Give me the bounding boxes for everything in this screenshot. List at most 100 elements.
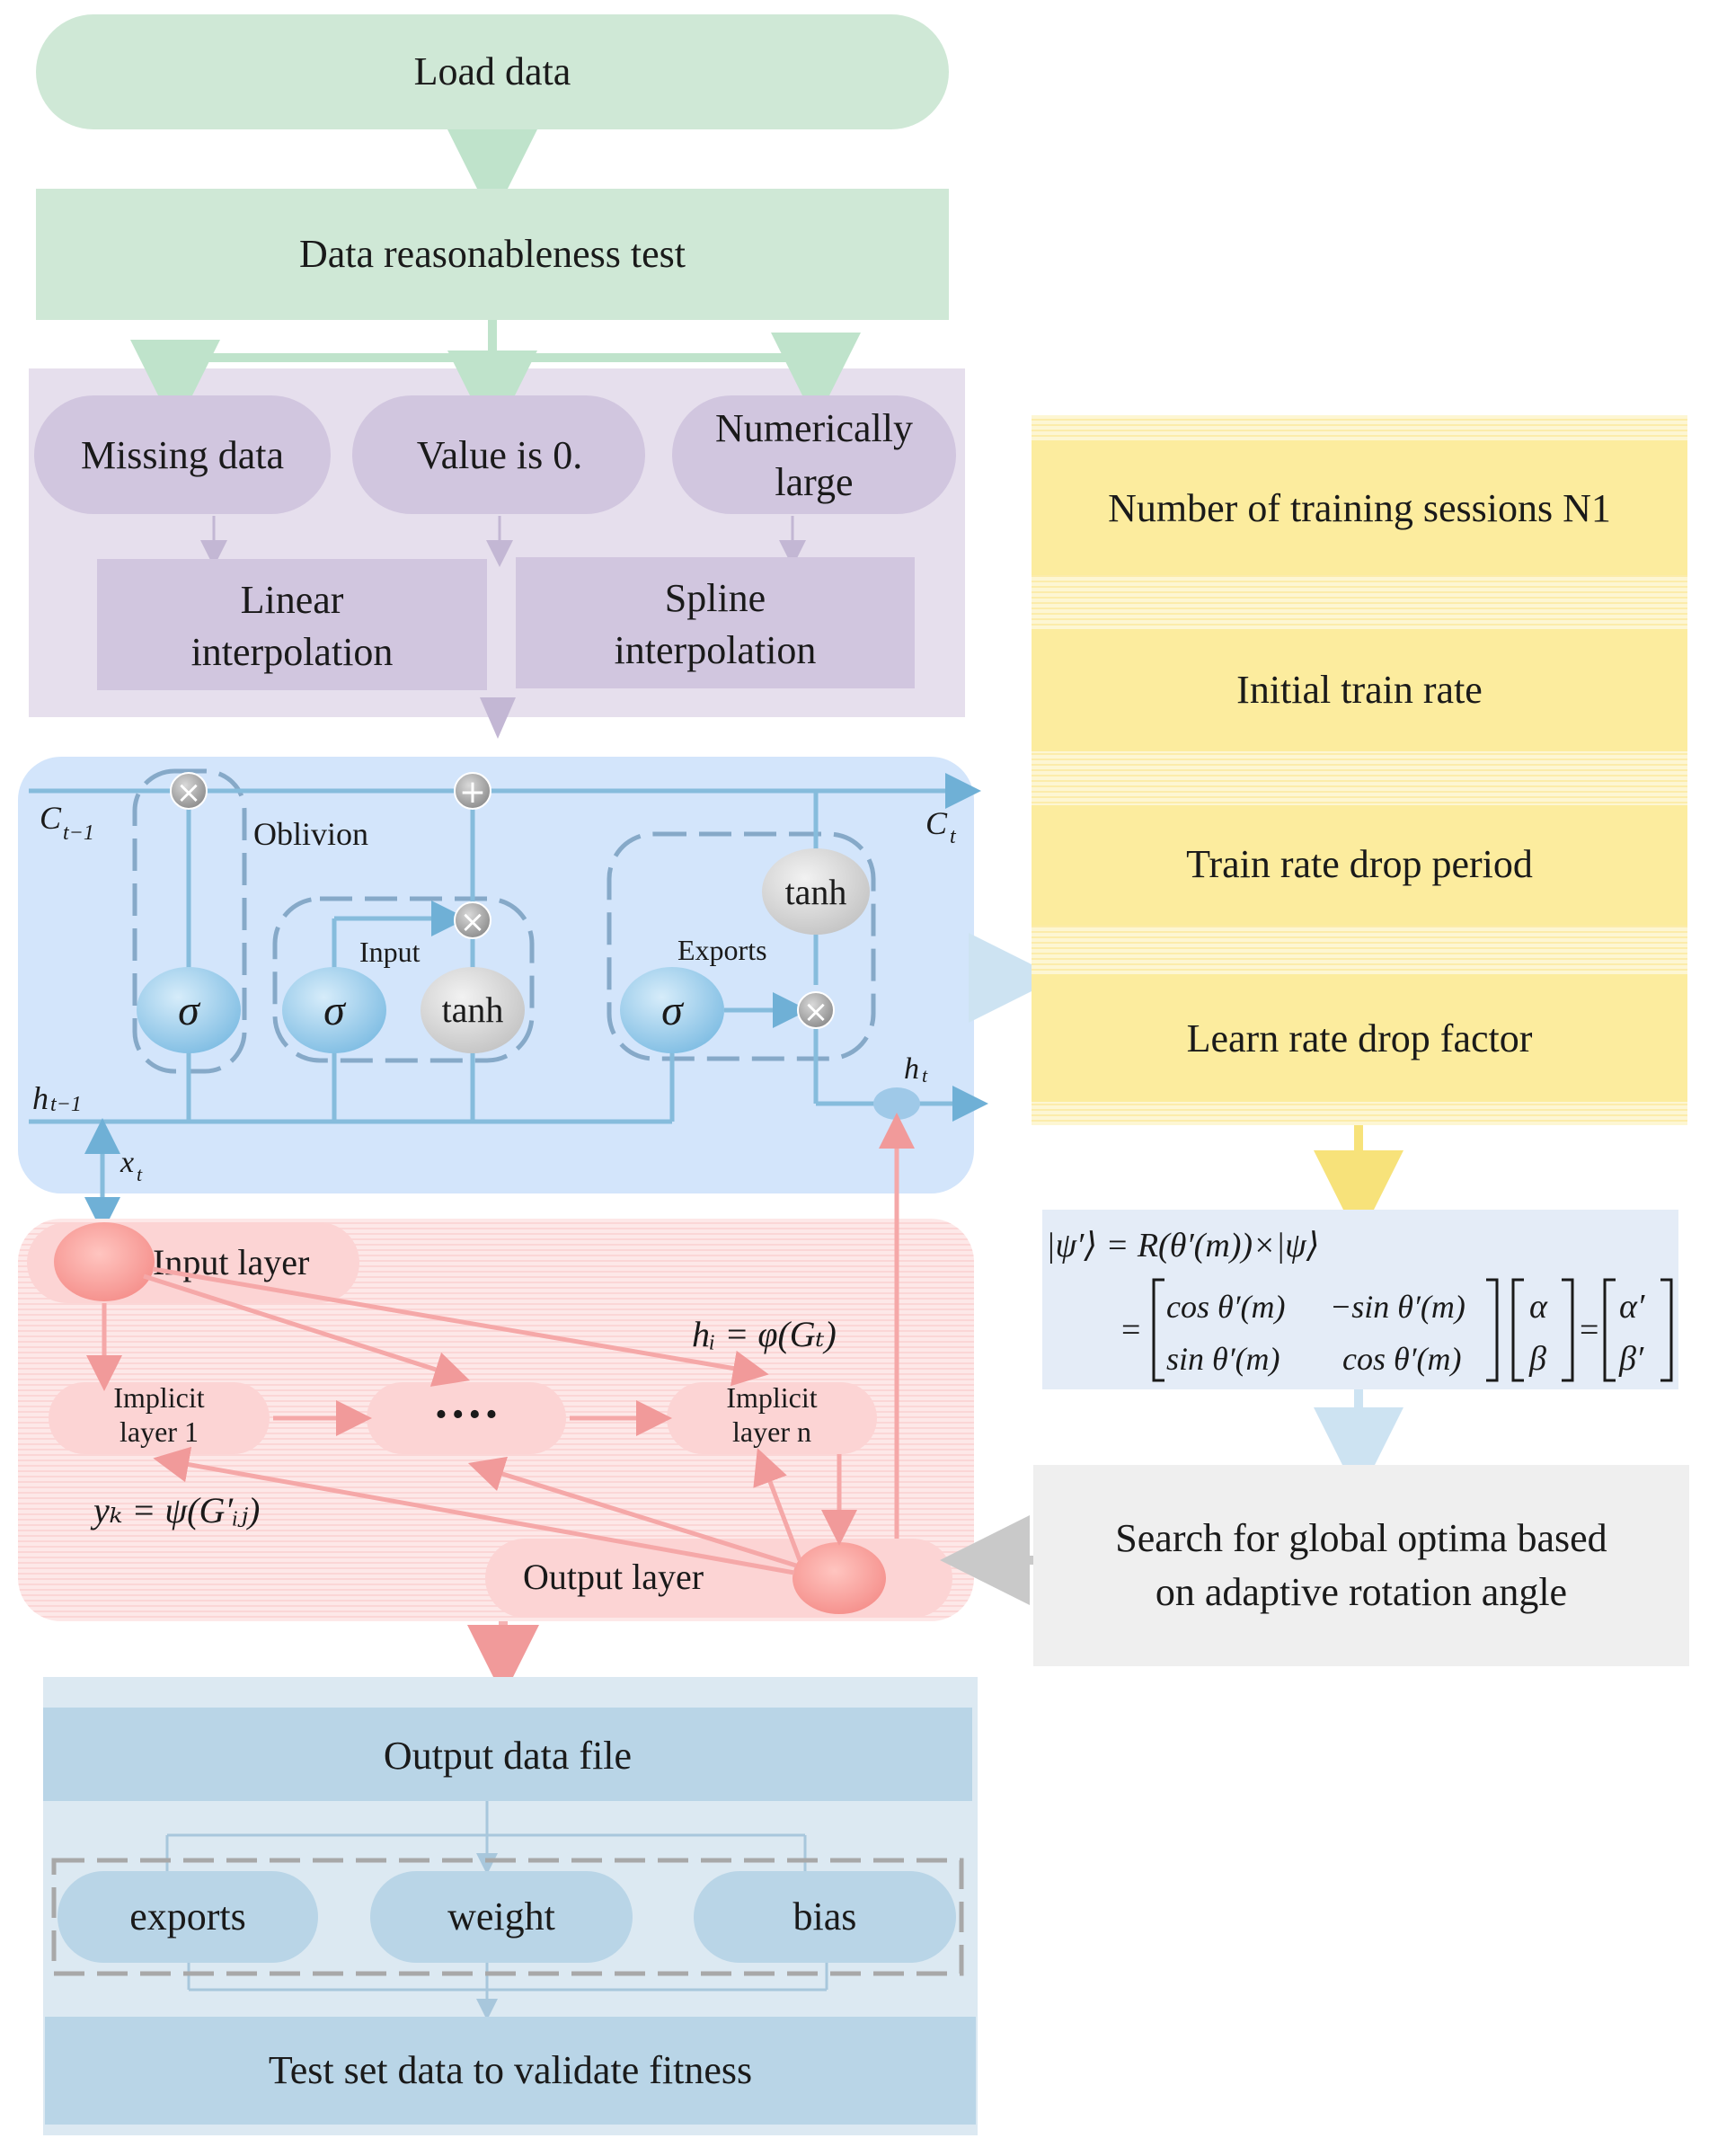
h-prev-label: h t−1	[32, 1080, 82, 1116]
svg-text:C: C	[40, 800, 62, 836]
drop-period-label: Train rate drop period	[1186, 842, 1533, 886]
formula-output-layer: yₖ = ψ(G′ᵢⱼ)	[90, 1490, 260, 1530]
svg-text:×: ×	[176, 775, 202, 811]
input-sigma-gate: σ	[282, 967, 386, 1053]
matrix-cell-21: sin θ′(m)	[1166, 1341, 1280, 1377]
weight-box	[370, 1871, 633, 1963]
drop-factor-box	[1032, 974, 1687, 1102]
spline-interpolation-label-1: Spline	[665, 576, 766, 620]
exports-box	[58, 1871, 318, 1963]
numerically-large-label-2: large	[775, 460, 853, 504]
reasonableness-test-box	[36, 189, 949, 320]
svg-text:σ: σ	[178, 987, 201, 1034]
svg-text:t: t	[950, 825, 957, 848]
cell-add-op: +	[454, 772, 491, 811]
svg-text:t: t	[922, 1064, 928, 1087]
forget-multiply-op: ×	[170, 772, 208, 811]
purple-small-arrows	[200, 516, 806, 567]
training-sessions-box	[1032, 440, 1687, 575]
training-sessions-label: Number of training sessions N1	[1108, 486, 1611, 530]
search-optima-label-2: on adaptive rotation angle	[1156, 1570, 1567, 1614]
test-validate-box	[45, 2017, 976, 2125]
result-beta: β′	[1618, 1340, 1644, 1378]
vector-beta: β	[1528, 1340, 1546, 1378]
bias-label: bias	[793, 1894, 857, 1939]
numerically-large-label-1: Numerically	[715, 406, 913, 450]
formula-hidden-layer: hᵢ = φ(Gₜ)	[692, 1314, 837, 1354]
missing-data-label: Missing data	[81, 433, 284, 477]
value-zero-label: Value is 0.	[417, 433, 583, 477]
output-sigma-gate: σ	[620, 967, 724, 1053]
implicit-layer-1-box	[49, 1382, 270, 1454]
linear-interpolation-label-2: interpolation	[191, 630, 394, 674]
implicit-layer-n-label-1: Implicit	[726, 1381, 817, 1414]
bias-box	[694, 1871, 956, 1963]
vector-alpha: α	[1529, 1288, 1548, 1326]
svg-text:t: t	[137, 1163, 143, 1185]
numerically-large-box	[672, 395, 956, 514]
svg-text:×: ×	[803, 994, 829, 1030]
output-connectors	[165, 1801, 828, 2020]
drop-period-box	[1032, 805, 1687, 926]
rotation-equals: =	[1121, 1311, 1140, 1349]
load-data-box	[36, 14, 949, 129]
output-multiply-op: ×	[797, 991, 835, 1030]
svg-text:σ: σ	[323, 987, 347, 1034]
svg-text:σ: σ	[661, 987, 685, 1034]
input-multiply-op: ×	[454, 901, 491, 940]
input-tanh-gate: tanh	[421, 967, 525, 1053]
svg-text:+: +	[459, 774, 486, 811]
load-data-label: Load data	[414, 49, 571, 93]
test-validate-label: Test set data to validate fitness	[269, 2048, 752, 2092]
output-data-file-box	[43, 1708, 972, 1801]
output-data-file-label: Output data file	[384, 1734, 632, 1778]
value-zero-box	[352, 395, 645, 514]
drop-factor-label: Learn rate drop factor	[1187, 1016, 1533, 1060]
matrix-cell-22: cos θ′(m)	[1342, 1341, 1462, 1377]
search-optima-label-1: Search for global optima based	[1115, 1516, 1607, 1560]
svg-text:t−1: t−1	[63, 821, 94, 845]
svg-text:×: ×	[460, 904, 486, 940]
input-layer-node	[54, 1222, 155, 1301]
implicit-layer-1-label-2: layer 1	[120, 1415, 199, 1448]
implicit-layer-1-label-1: Implicit	[113, 1381, 204, 1414]
ellipsis-box	[367, 1382, 566, 1454]
svg-text:h: h	[32, 1080, 49, 1116]
h-t-label: h t	[904, 1052, 928, 1087]
result-alpha: α′	[1619, 1288, 1645, 1326]
svg-text:tanh: tanh	[785, 872, 847, 912]
spline-interpolation-label-2: interpolation	[615, 628, 817, 672]
result-equals: =	[1580, 1311, 1598, 1349]
missing-data-box	[34, 395, 331, 514]
svg-text:x: x	[120, 1146, 134, 1179]
c-t-label: C t	[925, 805, 957, 848]
search-optima-box	[1033, 1465, 1689, 1666]
rotation-matrix	[1152, 1278, 1673, 1382]
network-arrows	[86, 1113, 915, 1575]
implicit-layer-n-box	[667, 1382, 877, 1454]
purple-to-lstm-arrow	[480, 697, 516, 739]
linear-interpolation-box	[97, 559, 487, 690]
linear-interpolation-label-1: Linear	[241, 578, 344, 622]
input-layer-label: Input layer	[153, 1242, 309, 1282]
svg-text:tanh: tanh	[442, 989, 504, 1030]
params-dashed-group	[51, 1858, 964, 1976]
matrix-cell-11: cos θ′(m)	[1166, 1289, 1286, 1325]
exports-gate-label: Exports	[677, 934, 767, 966]
matrix-cell-12: −sin θ′(m)	[1330, 1289, 1465, 1325]
c-prev-label: C t−1	[40, 800, 94, 845]
green-branch-arrows	[130, 320, 861, 440]
initial-rate-box	[1032, 629, 1687, 751]
svg-text:h: h	[904, 1052, 919, 1086]
ellipsis-label: ····	[433, 1387, 500, 1442]
input-gate-label: Input	[359, 936, 421, 968]
x-t-label: x t	[120, 1146, 143, 1185]
output-tanh-gate: tanh	[762, 848, 870, 935]
ht-output-node	[873, 1087, 920, 1120]
rotation-equation-line1: |ψ′⟩ = R(θ′(m))×|ψ⟩	[1046, 1227, 1320, 1264]
oblivion-label: Oblivion	[253, 816, 368, 852]
implicit-layer-n-label-2: layer n	[732, 1415, 811, 1448]
weight-label: weight	[447, 1894, 555, 1939]
svg-text:t−1: t−1	[50, 1093, 82, 1116]
